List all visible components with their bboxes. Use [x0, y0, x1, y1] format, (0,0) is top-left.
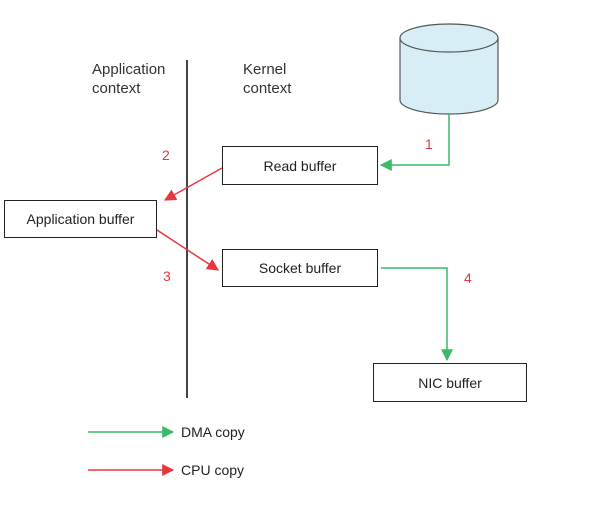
arrow-step-3	[156, 229, 220, 271]
socket-buffer-box: Socket buffer	[222, 249, 378, 287]
socket-buffer-label: Socket buffer	[258, 260, 342, 276]
read-buffer-label: Read buffer	[263, 157, 337, 174]
application-context-label: Application context	[92, 60, 165, 98]
application-context-line-1: Application	[92, 61, 166, 78]
nic-buffer-box: NIC buffer	[373, 363, 527, 402]
arrow-step-1	[379, 113, 450, 171]
application-context-line-2: context	[92, 80, 141, 97]
kernel-context-label: Kernel context	[243, 60, 291, 98]
kernel-context-line-1: Kernel	[243, 61, 287, 78]
legend-dma-label: DMA copy	[181, 424, 245, 440]
application-buffer-label: Application buffer	[26, 211, 135, 227]
arrow-step-2	[163, 167, 223, 201]
step-1-label: 1	[425, 136, 433, 152]
step-3-label: 3	[163, 268, 171, 284]
application-buffer-box: Application buffer	[4, 200, 157, 238]
kernel-context-line-2: context	[243, 80, 292, 97]
nic-buffer-label: NIC buffer	[418, 374, 482, 391]
arrow-step-4	[381, 267, 453, 362]
step-4-label: 4	[464, 270, 472, 286]
disk-icon	[399, 23, 499, 115]
read-buffer-box: Read buffer	[222, 146, 378, 185]
step-2-label: 2	[162, 147, 170, 163]
legend-cpu-label: CPU copy	[181, 462, 245, 478]
